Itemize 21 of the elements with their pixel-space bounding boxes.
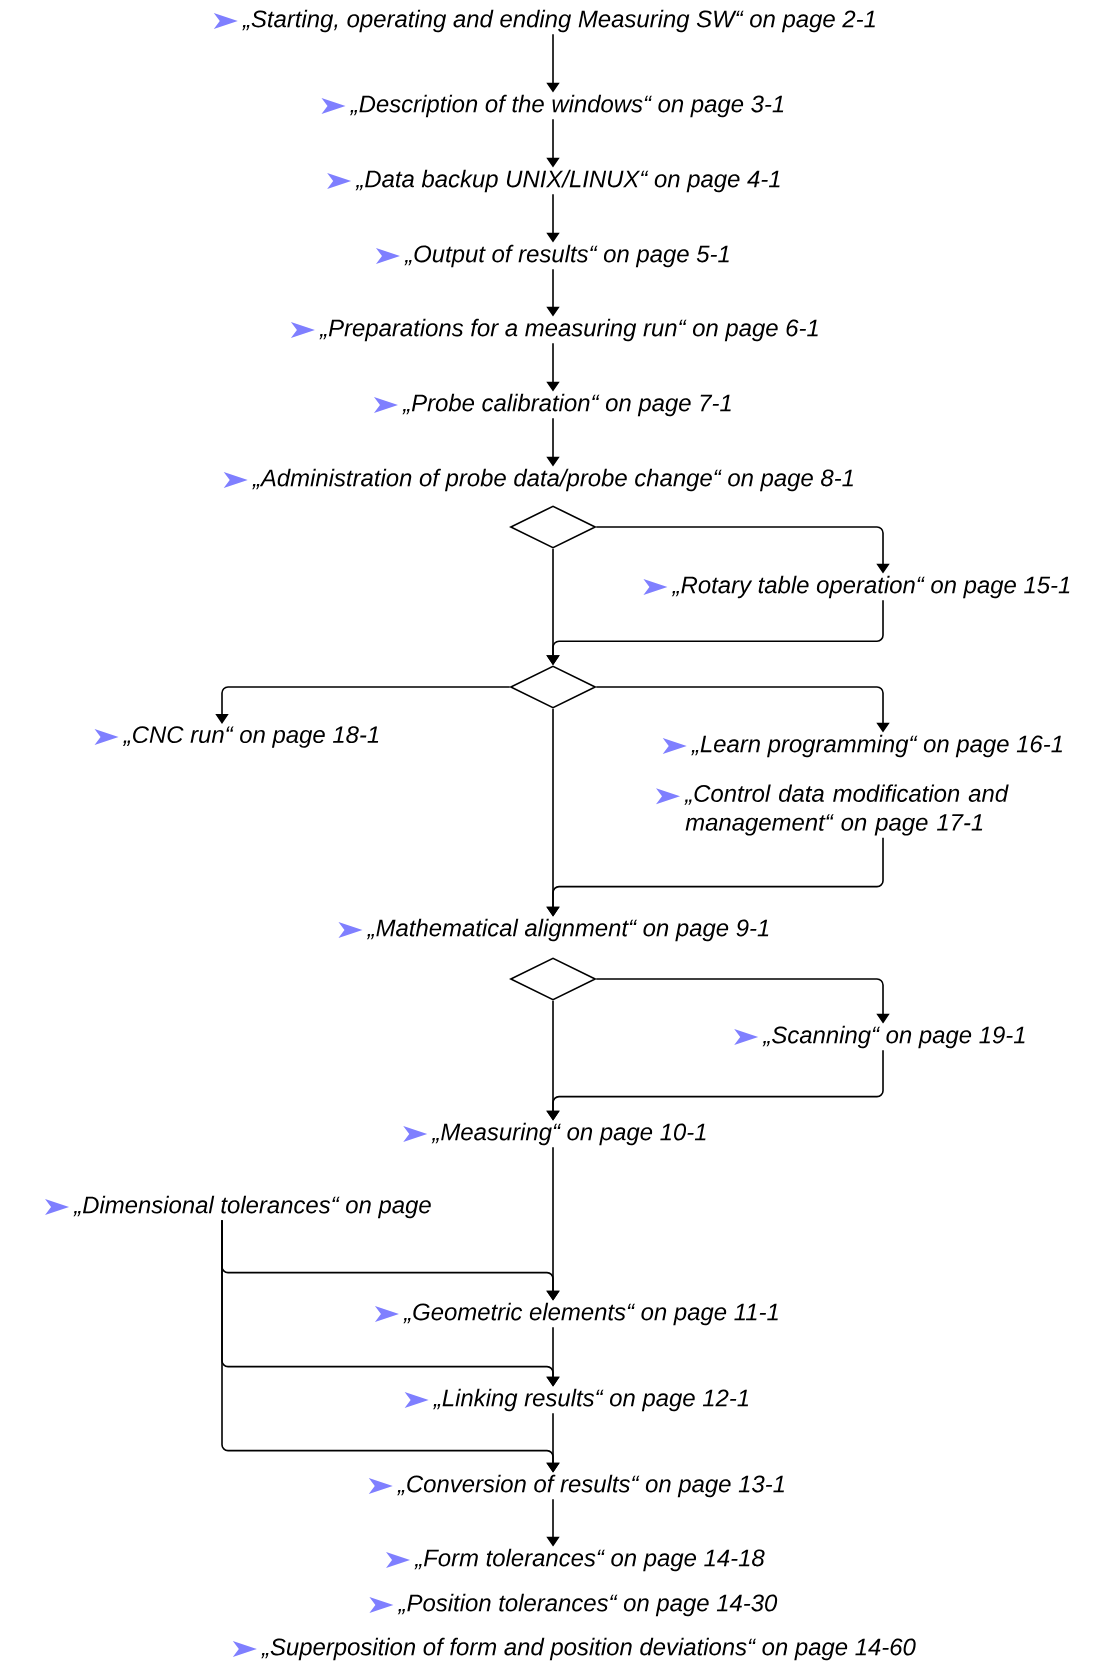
reference-text: „Linking results“ on page 12-1 [433,1388,749,1412]
reference-text: „Preparations for a measuring run“ on page 6-1 [319,318,818,342]
reference-text: „Superposition of form and position deviations“ on page 14-60 [261,1637,916,1661]
reference-text: „Learn programming“ on page 16-1 [691,734,1062,758]
reference-text: „Form tolerances“ on page 14-18 [414,1548,765,1572]
reference-text: „Output of results“ on page 5-1 [404,244,729,268]
reference-text: „Position tolerances“ on page 14-30 [397,1593,778,1617]
reference-text: „Scanning“ on page 19-1 [762,1025,1025,1049]
reference-text: „Description of the windows“ on page 3-1 [349,94,784,118]
reference-text: „Control data modification and management“ on page 17-1 [684,784,1009,836]
reference-text: „Geometric elements“ on page 11-1 [403,1302,778,1326]
reference-text: „Probe calibration“ on page 7-1 [402,393,731,417]
reference-text: „Starting, operating and ending Measuring SW“ on page 2-1 [242,9,875,33]
reference-text: „Dimensional tolerances“ on page [73,1195,431,1219]
reference-text: „Data backup UNIX/LINUX“ on page 4-1 [355,169,780,193]
reference-text: „Administration of probe data/probe change“ on page 8-1 [252,468,853,492]
reference-text: „Measuring“ on page 10-1 [431,1122,706,1146]
reference-text: „CNC run“ on page 18-1 [122,726,379,748]
reference-text: „Rotary table operation“ on page 15-1 [671,575,1070,599]
reference-text: „Conversion of results“ on page 13-1 [397,1474,784,1498]
reference-text: „Mathematical alignment“ on page 9-1 [366,918,769,942]
